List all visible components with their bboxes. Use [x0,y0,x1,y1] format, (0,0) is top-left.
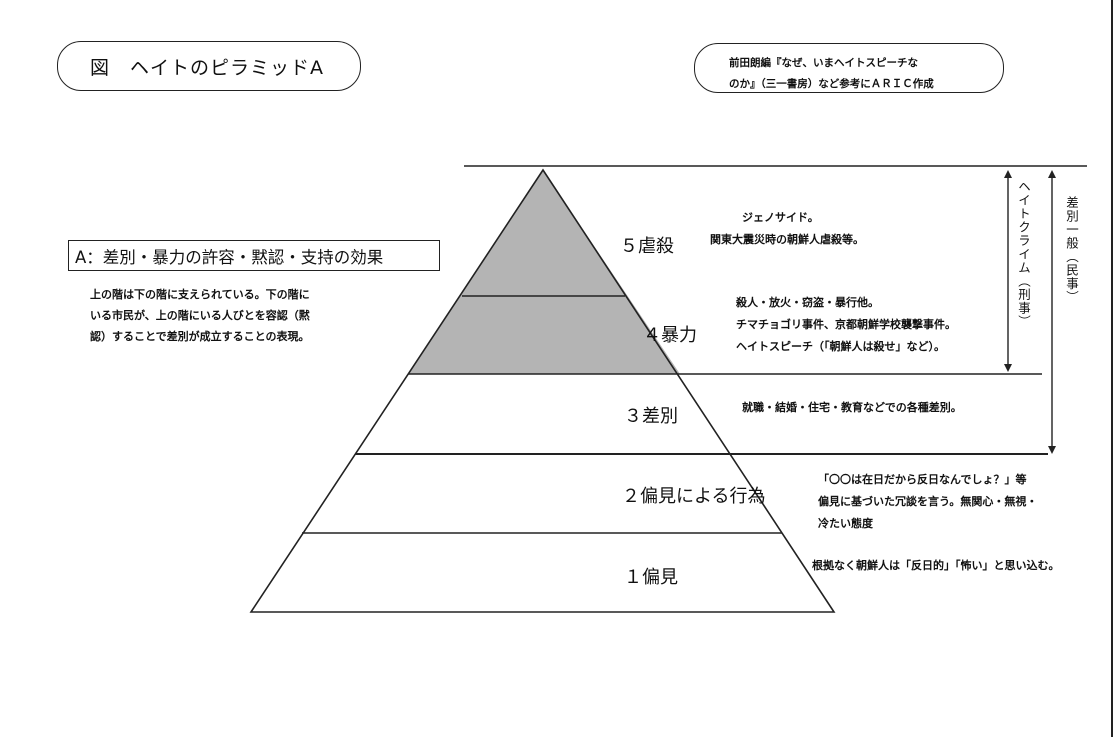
level-2-example-2: 偏見に基づいた冗談を言う。無関心・無視・ [818,495,1038,508]
level-1-examples: 根拠なく朝鮮人は「反日的」「怖い」と思い込む。 [812,555,1060,577]
diagram-title: 図 ヘイトのピラミッドA [90,56,324,79]
level-2-label: ２偏見による行為 [622,486,766,507]
pyramid-outline [249,168,836,613]
title-box: 図 ヘイトのピラミッドA [57,41,361,91]
a-effect-description: 上の階は下の階に支えられている。下の階に いる市民が、上の階にいる人びとを容認（… [90,284,380,347]
level-4-example-3: ヘイトスピーチ（「朝鮮人は殺せ」など）。 [736,340,945,353]
a-effect-label: A：差別・暴力の許容・黙認・支持の効果 [75,247,384,267]
level-4-example-2: チマチョゴリ事件、京都朝鮮学校襲撃事件。 [736,318,956,331]
source-line-2: のか』（三一書房）など参考にＡＲＩＣ作成 [729,78,934,90]
page-right-border [1111,0,1113,737]
a-effect-box: A：差別・暴力の許容・黙認・支持の効果 [68,240,440,271]
a-desc-line-2: いる市民が、上の階にいる人びとを容認（黙 [90,309,310,322]
level-4-examples: 殺人・放火・窃盗・暴行他。 チマチョゴリ事件、京都朝鮮学校襲撃事件。 ヘイトスピ… [736,292,956,358]
a-desc-line-3: 認）することで差別が成立することの表現。 [90,330,310,343]
level-3-example-1: 就職・結婚・住宅・教育などでの各種差別。 [742,401,962,414]
hate-crime-label: ヘイトクライム（刑事） [1016,180,1031,329]
level-4-label: ４暴力 [643,325,697,346]
level-3-label: ３差別 [624,406,678,427]
level-4-example-1: 殺人・放火・窃盗・暴行他。 [736,296,879,309]
a-desc-line-1: 上の階は下の階に支えられている。下の階に [90,288,310,301]
level-3-examples: 就職・結婚・住宅・教育などでの各種差別。 [742,397,962,419]
discrimination-label: 差別一般（民事） [1064,196,1079,304]
level-1-label: １偏見 [624,567,678,588]
level-1-example-1: 根拠なく朝鮮人は「反日的」「怖い」と思い込む。 [812,559,1060,572]
level-2-example-1: 「〇〇は在日だから反日なんでしょ？」等 [818,473,1027,486]
level-5-examples: ジェノサイド。 関東大震災時の朝鮮人虐殺等。 [710,207,864,251]
level-2-example-3: 冷たい態度 [818,517,873,530]
source-box: 前田朗編『なぜ、いまヘイトスピーチな のか』（三一書房）など参考にＡＲＩＣ作成 [694,43,1004,93]
level-5-label: ５虐殺 [620,236,674,257]
level-5-example-2: 関東大震災時の朝鮮人虐殺等。 [710,233,864,246]
source-line-1: 前田朗編『なぜ、いまヘイトスピーチな [729,57,918,69]
pyramid-shaded-top [408,170,680,374]
level-2-examples: 「〇〇は在日だから反日なんでしょ？」等 偏見に基づいた冗談を言う。無関心・無視・… [818,469,1037,535]
level-5-example-1: ジェノサイド。 [742,211,819,224]
